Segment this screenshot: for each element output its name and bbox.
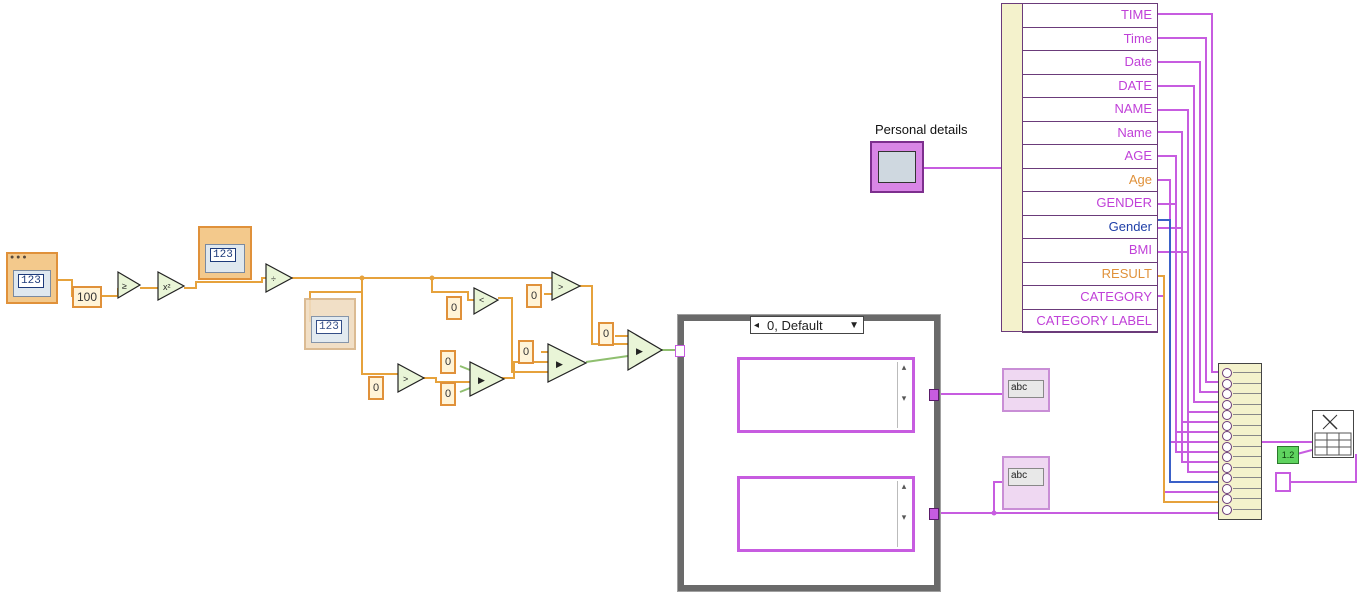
bundle-input-pin <box>1222 462 1232 473</box>
bundle-input-cell <box>1233 414 1261 415</box>
bundle-input-cell <box>1233 382 1261 384</box>
bundle-input-cell <box>1233 424 1261 426</box>
personal-details-cluster-control[interactable] <box>870 141 924 193</box>
constant-zero[interactable]: 0 <box>518 340 534 364</box>
cluster-element[interactable]: BMI <box>1022 239 1158 263</box>
bundle-input-cell <box>1233 498 1261 499</box>
category-indicator: abc <box>1002 368 1050 412</box>
cluster-element[interactable]: AGE <box>1022 145 1158 169</box>
cluster-element[interactable]: NAME <box>1022 98 1158 122</box>
bundle-input-cell <box>1233 403 1261 405</box>
cluster-element[interactable]: Name <box>1022 122 1158 145</box>
bundle-input-pin <box>1222 494 1232 504</box>
bundle-input-pin <box>1222 420 1232 431</box>
bundle-input-pin <box>1222 410 1232 420</box>
bundle-input-cell <box>1233 393 1261 394</box>
case-output-tunnel <box>929 389 939 401</box>
constant-100[interactable]: 100 <box>72 286 102 308</box>
weight-control[interactable]: ● ● ● 123 <box>6 252 58 304</box>
svg-text:x²: x² <box>163 282 171 292</box>
scrollbar[interactable]: ▴▾ <box>897 481 910 547</box>
numeric-glyph: 123 <box>210 248 236 262</box>
decrement-arrow-icon[interactable]: ◂ <box>754 320 760 331</box>
cluster-element[interactable]: Date <box>1022 51 1158 75</box>
bundle-input-cell <box>1233 456 1261 457</box>
constant-zero[interactable]: 0 <box>446 296 462 320</box>
bundle-input-pin <box>1222 441 1232 452</box>
bundle-input-cell <box>1233 435 1261 436</box>
bundle-input-pin <box>1222 389 1232 399</box>
case-selector-label: 0, Default <box>767 318 823 333</box>
constant-zero[interactable]: 0 <box>440 382 456 406</box>
green-constant[interactable]: 1.2 <box>1277 446 1299 464</box>
svg-text:<: < <box>479 295 484 305</box>
constant-zero[interactable]: 0 <box>598 322 614 346</box>
svg-text:≥: ≥ <box>122 281 127 291</box>
constant-zero[interactable]: 0 <box>368 376 384 400</box>
result-status-indicator: abc <box>1002 456 1050 510</box>
write-to-spreadsheet-icon <box>1312 410 1354 458</box>
cluster-element[interactable]: DATE <box>1022 75 1158 98</box>
cluster-icon <box>878 151 916 183</box>
bundle-input-pin <box>1222 431 1232 441</box>
cluster-element[interactable]: Time <box>1022 28 1158 51</box>
bundle-input-pin <box>1222 368 1232 378</box>
personal-details-label: Personal details <box>875 122 968 137</box>
string-path-control[interactable] <box>1275 472 1291 492</box>
bmi-indicator: 123 <box>304 298 356 350</box>
bundle-input-pin <box>1222 473 1232 483</box>
unbundle-input-bar <box>1002 4 1023 331</box>
cluster-element[interactable]: TIME <box>1022 4 1158 28</box>
chevron-down-icon[interactable]: ▼ <box>849 320 859 331</box>
numeric-glyph: 123 <box>316 320 342 334</box>
cluster-element[interactable]: Gender <box>1022 216 1158 239</box>
bundle-input-cell <box>1233 466 1261 468</box>
case-output-tunnel <box>929 508 939 520</box>
cluster-element[interactable]: Age <box>1022 169 1158 192</box>
constant-zero[interactable]: 0 <box>440 350 456 374</box>
height-control[interactable]: 123 <box>198 226 252 280</box>
weight-label: ● ● ● <box>10 254 27 261</box>
build-array <box>1218 363 1262 520</box>
svg-text:>: > <box>558 282 563 292</box>
numeric-glyph: 123 <box>18 274 44 288</box>
case-input-tunnel <box>675 345 685 357</box>
operator-triangles <box>117 262 664 397</box>
svg-text:÷: ÷ <box>271 274 276 284</box>
bundle-input-pin <box>1222 483 1232 494</box>
case-selector[interactable]: ◂ 0, Default ▼ <box>750 316 864 334</box>
bundle-input-pin <box>1222 378 1232 389</box>
string-glyph: abc <box>1008 468 1044 486</box>
bundle-input-pin <box>1222 399 1232 410</box>
svg-text:>: > <box>403 374 408 384</box>
bundle-input-cell <box>1233 445 1261 447</box>
bundle-input-cell <box>1233 372 1261 373</box>
cluster-element[interactable]: CATEGORY LABEL <box>1022 310 1158 333</box>
constant-zero[interactable]: 0 <box>526 284 542 308</box>
bundle-input-cell <box>1233 487 1261 489</box>
string-constant-2[interactable]: ▴▾ <box>737 476 915 552</box>
string-constant-1[interactable]: ▴▾ <box>737 357 915 433</box>
svg-text:▶: ▶ <box>636 346 643 356</box>
cluster-element[interactable]: GENDER <box>1022 192 1158 216</box>
bundle-input-cell <box>1233 508 1261 510</box>
cluster-element[interactable]: RESULT <box>1022 263 1158 286</box>
string-glyph: abc <box>1008 380 1044 398</box>
bundle-input-pin <box>1222 452 1232 462</box>
cluster-element[interactable]: CATEGORY <box>1022 286 1158 310</box>
bundle-input-cell <box>1233 477 1261 478</box>
svg-text:▶: ▶ <box>478 375 485 385</box>
scrollbar[interactable]: ▴▾ <box>897 362 910 428</box>
svg-text:▶: ▶ <box>556 359 563 369</box>
bundle-input-pin <box>1222 504 1232 515</box>
